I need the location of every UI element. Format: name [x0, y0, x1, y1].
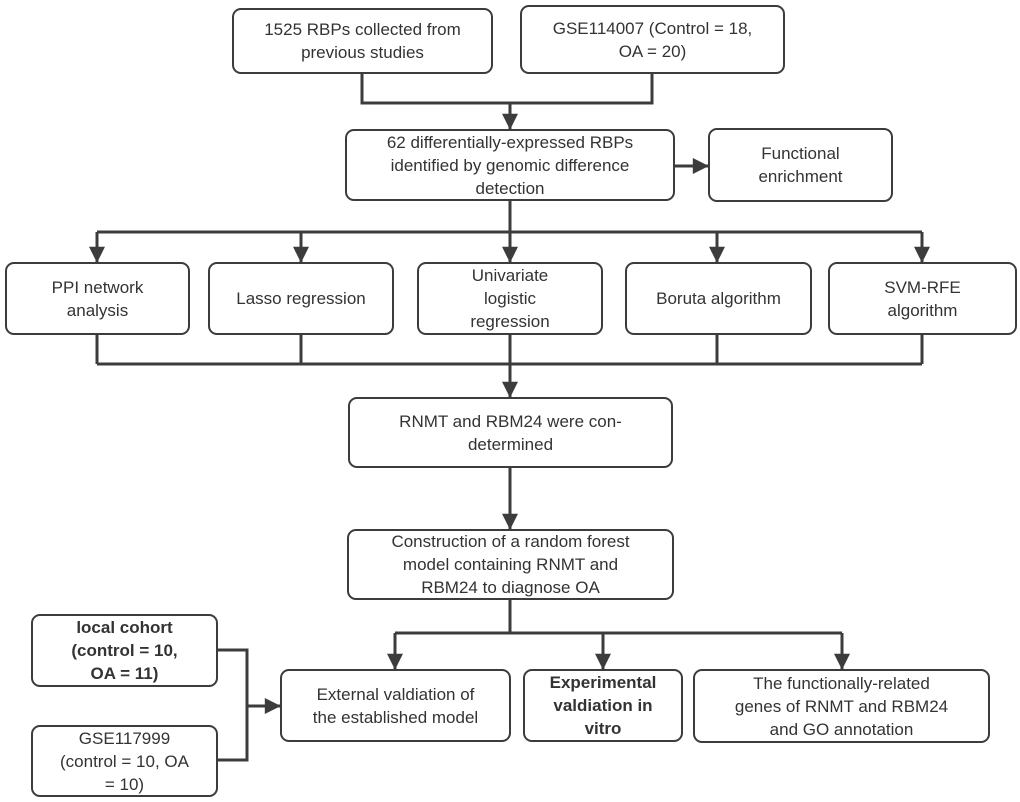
node-local-cohort-label: local cohort (control = 10, OA = 11)	[71, 618, 178, 683]
node-gse114007-label: GSE114007 (Control = 18, OA = 20)	[552, 18, 753, 61]
node-boruta-label: Boruta algorithm	[656, 289, 781, 308]
connector-split-three	[395, 600, 842, 635]
connector-sources-merge	[360, 74, 654, 105]
node-local-cohort: local cohort (control = 10, OA = 11)	[31, 614, 218, 687]
node-random-forest: Construction of a random forest model co…	[347, 529, 674, 600]
node-gse114007: GSE114007 (Control = 18, OA = 20)	[520, 5, 785, 74]
node-random-forest-label: Construction of a random forest model co…	[391, 532, 630, 597]
node-ppi-network: PPI network analysis	[5, 262, 190, 335]
node-univariate: Univariate logistic regression	[417, 262, 603, 335]
node-con-determined-label: RNMT and RBM24 were con- determined	[399, 411, 622, 454]
node-external-validation: External valdiation of the established m…	[280, 669, 511, 742]
node-ppi-network-label: PPI network analysis	[51, 277, 144, 320]
node-boruta: Boruta algorithm	[625, 262, 812, 335]
node-gse117999-label: GSE117999 (control = 10, OA = 10)	[60, 728, 189, 794]
node-experimental-validation-label: Experimental valdiation in vitro	[549, 673, 657, 738]
node-collected-rbps-label: 1525 RBPs collected from previous studie…	[264, 20, 461, 62]
node-functional-genes: The functionally-related genes of RNMT a…	[693, 669, 990, 743]
node-experimental-validation: Experimental valdiation in vitro	[523, 669, 683, 742]
node-functional-enrichment: Functional enrichment	[708, 128, 893, 202]
node-functional-genes-label: The functionally-related genes of RNMT a…	[734, 673, 949, 739]
node-external-validation-label: External valdiation of the established m…	[312, 684, 479, 727]
node-lasso-label: Lasso regression	[236, 289, 366, 308]
node-collected-rbps: 1525 RBPs collected from previous studie…	[232, 8, 493, 74]
node-svm-rfe: SVM-RFE algorithm	[828, 262, 1017, 335]
node-degs-label: 62 differentially-expressed RBPs identif…	[386, 132, 634, 198]
connector-split-five	[97, 201, 922, 234]
node-functional-enrichment-label: Functional enrichment	[758, 144, 843, 186]
node-gse117999: GSE117999 (control = 10, OA = 10)	[31, 725, 218, 797]
connector-cohorts-merge	[218, 648, 249, 762]
node-con-determined: RNMT and RBM24 were con- determined	[348, 397, 673, 468]
node-lasso: Lasso regression	[208, 262, 394, 335]
node-svm-rfe-label: SVM-RFE algorithm	[884, 277, 961, 320]
connector-merge-five	[95, 335, 924, 366]
node-univariate-label: Univariate logistic regression	[470, 266, 550, 331]
node-degs: 62 differentially-expressed RBPs identif…	[345, 129, 675, 201]
